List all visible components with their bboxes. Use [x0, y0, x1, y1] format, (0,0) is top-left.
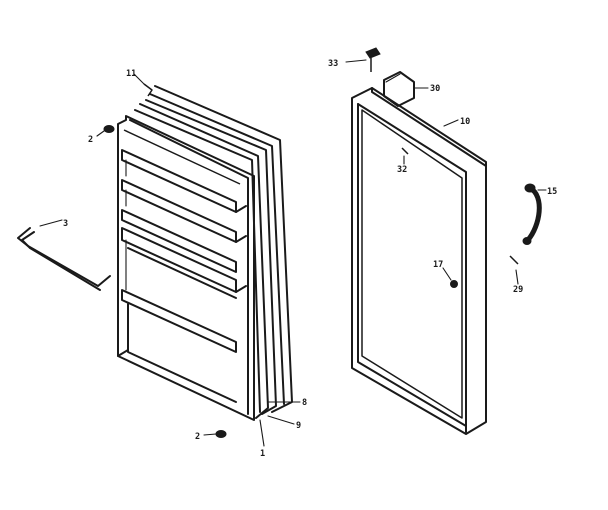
callout-30: 30: [430, 84, 440, 94]
screw-part-2-lower: [203, 430, 227, 438]
leader-lines-left: [259, 401, 301, 447]
inner-door-liner: [117, 115, 255, 421]
leader-part-10: [443, 119, 459, 127]
callout-15: 15: [547, 187, 557, 197]
hinge-pin-part-33: [345, 47, 381, 72]
door-gasket-inner: [134, 103, 269, 419]
shelf-rod-part-3: [17, 219, 111, 291]
callout-11: 11: [126, 69, 136, 79]
screw-part-2-upper: [96, 125, 115, 137]
outer-door-frame-part-10: [351, 87, 487, 435]
callout-8: 8: [302, 398, 307, 408]
liner-shelves: [121, 149, 247, 403]
clip-part-11: [133, 73, 153, 97]
plug-part-17: [442, 267, 458, 288]
door-gasket-outer: [145, 85, 293, 415]
handle-screw-part-29: [509, 255, 519, 285]
callout-2-lower: 2: [195, 432, 200, 442]
callout-2-upper: 2: [88, 135, 93, 145]
callout-33: 33: [328, 59, 338, 69]
screw-part-32: [401, 147, 409, 165]
door-handle-part-15: [522, 183, 547, 245]
callout-1: 1: [260, 449, 265, 459]
callout-17: 17: [433, 260, 443, 270]
callout-32: 32: [397, 165, 407, 175]
hinge-bracket-part-30: [383, 71, 429, 107]
callout-3: 3: [63, 219, 68, 229]
callout-29: 29: [513, 285, 523, 295]
callout-9: 9: [296, 421, 301, 431]
callout-10: 10: [460, 117, 470, 127]
